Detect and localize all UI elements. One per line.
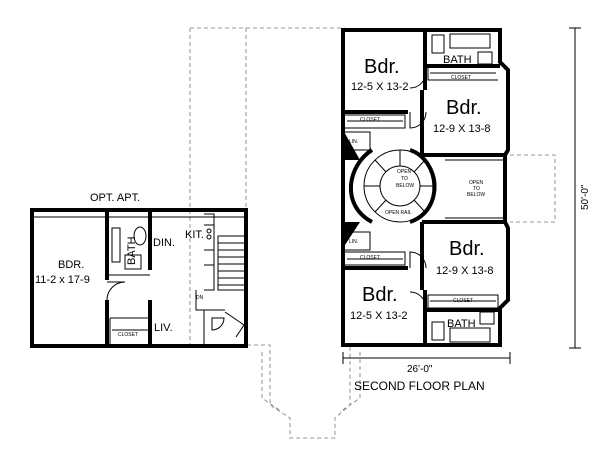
apt-bath-label: BATH: [126, 236, 138, 265]
bedroom-ne-size: 12-9 X 13-8: [433, 123, 490, 135]
house-section: [341, 28, 510, 347]
bedroom-ne-name: Bdr.: [446, 97, 482, 119]
apt-tub-icon: [111, 227, 121, 263]
linen-bottom-label: LIN.: [349, 239, 358, 245]
closet-top-label: CLOSET: [451, 75, 471, 81]
apt-stair: [217, 235, 247, 291]
bedroom-sw-name: Bdr.: [362, 284, 398, 306]
plan-title: SECOND FLOOR PLAN: [354, 379, 485, 393]
apt-stair-treads: [218, 242, 246, 286]
top-sink-icon: [477, 51, 493, 65]
apt-down-label: DN: [196, 295, 204, 301]
apt-bedroom-size: 11-2 x 17-9: [35, 274, 90, 286]
bedroom-se-size: 12-9 X 13-8: [436, 265, 493, 277]
spiral-stair: [363, 149, 437, 223]
closet-nw-label: CLOSET: [360, 117, 380, 123]
linen-top-label: LIN.: [349, 139, 358, 145]
open-rail-label: OPEN RAIL: [385, 210, 412, 216]
bath-top-label: BATH: [443, 54, 472, 66]
bedroom-sw-size: 12-5 X 13-2: [350, 310, 407, 322]
depth-dimension: 50'-0": [580, 184, 591, 210]
apt-bedroom-name: BDR.: [58, 259, 84, 271]
top-tub-icon: [449, 33, 491, 49]
apt-kitchen-label: KIT.: [185, 229, 204, 241]
apt-living-label: LIV.: [154, 322, 173, 334]
roof-outline: [189, 27, 556, 439]
top-toilet-icon: [431, 34, 445, 54]
open-to-below-stair-3: BELOW: [396, 183, 414, 189]
open-to-below-hall-2: TO: [473, 186, 480, 192]
bedroom-se-name: Bdr.: [449, 238, 485, 260]
apt-dining-label: DIN.: [153, 237, 175, 249]
bottom-tub-icon: [449, 327, 491, 343]
apartment-section: [30, 208, 248, 348]
bottom-sink-icon: [479, 311, 495, 325]
apartment-title: OPT. APT.: [90, 192, 140, 204]
closet-sw-label: CLOSET: [360, 255, 380, 261]
apt-toilet-icon: [133, 226, 147, 246]
apt-closet-label: CLOSET: [118, 332, 138, 338]
bedroom-nw-name: Bdr.: [364, 56, 400, 78]
width-dimension: 26'-0": [407, 364, 433, 375]
open-to-below-stair-1: OPEN: [397, 169, 412, 175]
closet-bottom-label: CLOSET: [453, 298, 473, 304]
bedroom-nw-size: 12-5 X 13-2: [351, 81, 408, 93]
apt-sink-icon: [124, 254, 142, 270]
open-to-below-stair-2: TO: [401, 176, 408, 182]
dimension-lines: [342, 27, 581, 364]
bottom-toilet-icon: [431, 321, 445, 341]
open-to-below-hall-1: OPEN: [469, 180, 484, 186]
bath-bottom-label: BATH: [447, 318, 476, 330]
open-to-below-hall-3: BELOW: [467, 192, 485, 198]
